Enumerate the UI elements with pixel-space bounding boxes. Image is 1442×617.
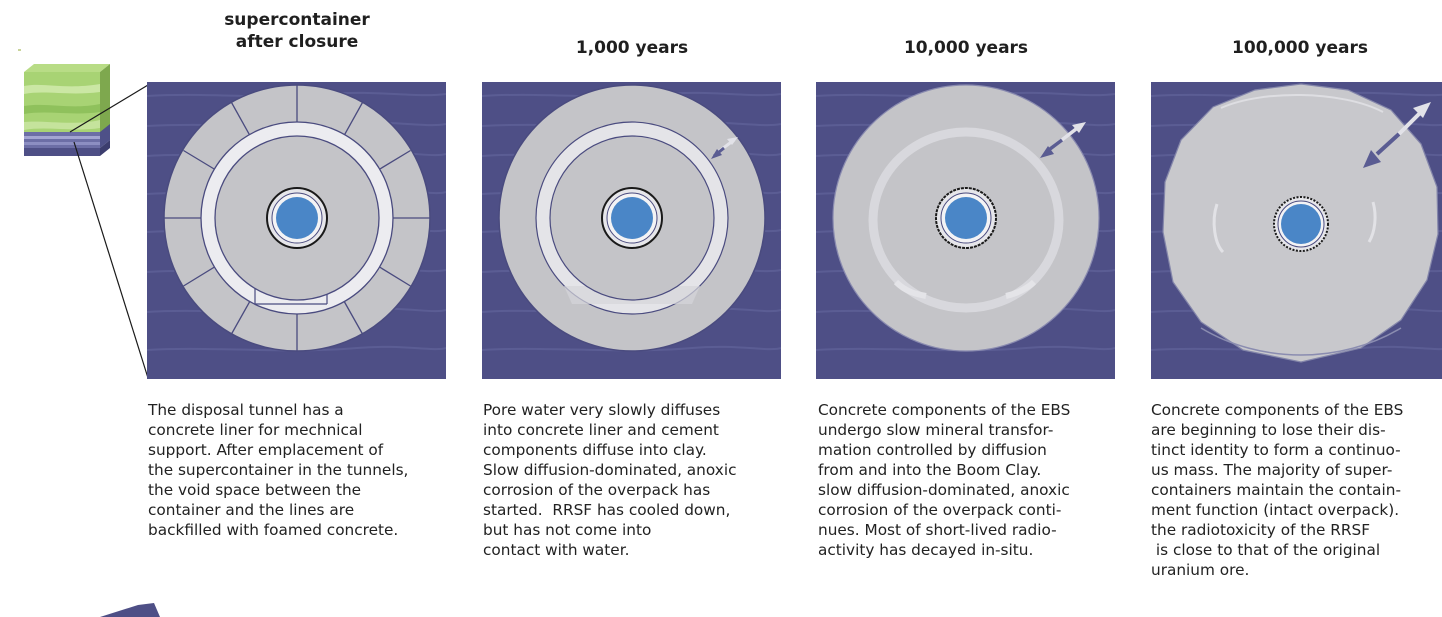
caption-line: container and the lines are [148,501,355,519]
title-line: 10,000 years [903,38,1029,58]
caption-after-closure: The disposal tunnel has a concrete liner… [148,400,448,540]
caption-line: the void space between the [148,481,362,499]
caption-line: uranium ore. [1151,561,1250,579]
caption-line: are beginning to lose their dis- [1151,421,1386,439]
cross-section-10000-years [816,82,1115,379]
stage-title-1000-years: 1,000 years [532,37,732,59]
caption-line: Concrete components of the EBS [1151,401,1404,419]
caption-100000-years: Concrete components of the EBS are begin… [1151,400,1442,580]
caption-line: us mass. The majority of super- [1151,461,1393,479]
title-line: 1,000 years [575,38,689,58]
stage-title-100000-years: 100,000 years [1200,37,1400,59]
cross-section-after-closure [147,82,446,379]
cross-section-1000-years [482,82,781,379]
caption-line: undergo slow mineral transfor- [818,421,1054,439]
caption-line: The disposal tunnel has a [148,401,344,419]
caption-line: but has not come into [483,521,652,539]
title-line: 100,000 years [1232,38,1368,58]
caption-line: corrosion of the overpack conti- [818,501,1062,519]
caption-line: contact with water. [483,541,630,559]
cross-section-100000-years [1151,82,1442,379]
caption-line: nues. Most of short-lived radio- [818,521,1057,539]
caption-line: components diffuse into clay. [483,441,707,459]
caption-line: Pore water very slowly diffuses [483,401,721,419]
caption-line: the radiotoxicity of the RRSF [1151,521,1371,539]
caption-line: concrete liner for mechnical [148,421,363,439]
caption-line: support. After emplacement of [148,441,384,459]
caption-line: tinct identity to form a continuo- [1151,441,1401,459]
caption-line: Concrete components of the EBS [818,401,1071,419]
caption-line: mation controlled by diffusion [818,441,1047,459]
caption-line: the supercontainer in the tunnels, [148,461,409,479]
caption-line: containers maintain the contain- [1151,481,1401,499]
diffusion-arrow-icon [711,137,738,159]
caption-10000-years: Concrete components of the EBS undergo s… [818,400,1118,560]
geological-block-icon [24,64,110,156]
stage-title-10000-years: 10,000 years [866,37,1066,59]
title-line: supercontainer [224,10,370,30]
caption-line: activity has decayed in-situ. [818,541,1034,559]
caption-line: from and into the Boom Clay. [818,461,1042,479]
caption-line: Slow diffusion-dominated, anoxic [483,461,737,479]
caption-line: into concrete liner and cement [483,421,719,439]
caption-line: is close to that of the original [1151,541,1381,559]
title-line: after closure [235,32,359,52]
caption-1000-years: Pore water very slowly diffuses into con… [483,400,783,560]
stage-title-after-closure: supercontainer after closure [197,9,397,53]
caption-line: backfilled with foamed concrete. [148,521,399,539]
caption-line: corrosion of the overpack has [483,481,711,499]
decorative-dot [18,49,21,51]
caption-line: started. RRSF has cooled down, [483,501,731,519]
decorative-wedge [100,603,160,617]
diffusion-arrow-icon [1363,102,1431,168]
caption-line: slow diffusion-dominated, anoxic [818,481,1070,499]
caption-line: ment function (intact overpack). [1151,501,1400,519]
diffusion-arrow-icon [1040,122,1086,158]
